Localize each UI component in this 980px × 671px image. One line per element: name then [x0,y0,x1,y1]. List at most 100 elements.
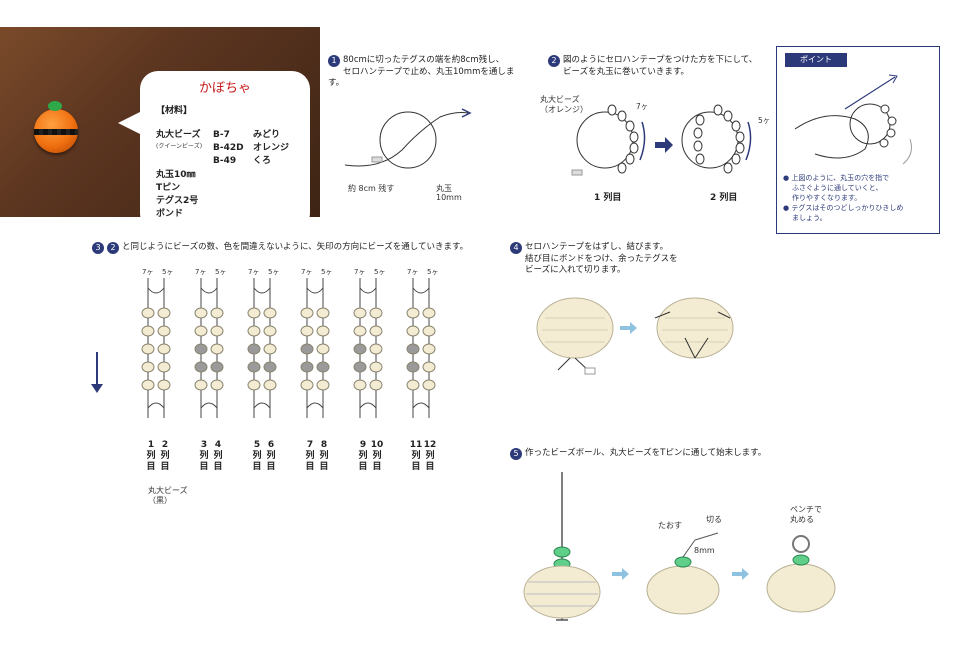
bead [210,307,224,319]
bead [406,325,420,337]
bead [194,379,208,391]
step2-diagram [571,104,752,176]
other-material-1: 丸玉10㎜ [156,170,196,180]
bead [316,325,330,337]
bead [300,325,314,337]
step2-count-5: 5ヶ [758,116,771,125]
point-heading: ポイント [785,53,847,67]
bead [210,379,224,391]
bead [247,325,261,337]
point-note1a: 上図のように、丸玉の穴を指で [791,174,890,182]
product-photo: かぼちゃ 【材料】 丸大ビーズ (クイーンビーズ) B-7 みどり B-42D … [0,27,320,217]
bead [247,361,261,373]
pumpkin-image [34,109,78,153]
title-bubble: かぼちゃ 【材料】 丸大ビーズ (クイーンビーズ) B-7 みどり B-42D … [118,71,310,217]
other-material-4: ボンド [156,209,184,217]
bead [406,343,420,355]
step2-number: 2 [548,55,560,67]
step1-label-left: 約 8cm 残す [348,184,395,193]
bead [157,343,171,355]
bead [247,307,261,319]
bead-type: 丸大ビーズ [156,130,201,140]
bead [157,361,171,373]
bead [141,307,155,319]
bead [300,379,314,391]
step1-label-right2: 10mm [436,193,462,202]
step4-line1: セロハンテープをはずし、結びます。 [525,242,669,252]
bead [422,379,436,391]
bead [157,307,171,319]
step2-line2: ビーズを丸玉に巻いていきます。 [563,67,689,77]
bead [300,361,314,373]
bead [422,361,436,373]
step1-line2: セロハンテープで止め、丸玉10mmを通します。 [328,67,515,88]
step5-plier-label1: ペンチで [790,505,822,514]
bead [194,361,208,373]
bead [141,379,155,391]
step3-number: 3 [92,242,104,254]
bead [353,379,367,391]
step2-line1: 図のようにセロハンテープをつけた方を下にして、 [563,55,758,65]
step2-row1: 1 列目 [594,193,622,203]
bead [300,343,314,355]
material-code-3: B-49 [213,156,237,166]
down-arrow-head-icon [91,384,103,393]
step5-number: 5 [510,448,522,460]
bead [316,361,330,373]
point-note1c: 作りやすくなります。 [792,194,862,202]
bead-count-label: 5ヶ [427,268,438,276]
point-note2a: テグスはそのつどしっかりひきしめ [791,204,904,212]
down-arrow-icon [96,352,98,388]
bead [210,343,224,355]
bead [406,361,420,373]
step3-ref-number: 2 [107,242,119,254]
step2-bead-label2: （オレンジ） [540,105,588,114]
bead-count-label: 5ヶ [321,268,332,276]
bead [263,325,277,337]
point-note1: ● 上図のように、丸玉の穴を指で ふさぐように通していくと、 作りやすくなります… [783,174,904,222]
point-note2b: ましょう。 [792,214,827,222]
point-diagram [794,74,912,165]
step2-row2: 2 列目 [710,193,738,203]
bead [263,361,277,373]
bead [422,325,436,337]
other-material-2: Tピン [156,183,181,193]
bead [369,361,383,373]
bead [157,379,171,391]
bead [141,343,155,355]
bead [210,361,224,373]
step5-line: 作ったビーズボール、丸大ビーズをTピンに通して始末します。 [525,448,767,458]
bead-count-label: 7ヶ [354,268,365,276]
bead-count-label: 7ヶ [142,268,153,276]
step2-count-7: 7ヶ [636,102,649,111]
step1-number: 1 [328,55,340,67]
black-bead-label2: （黒） [148,496,172,505]
material-code-2: B-42D [213,143,244,153]
bead [247,379,261,391]
bead [141,325,155,337]
black-bead-label1: 丸大ビーズ [148,486,188,495]
step4-diagram [536,297,734,375]
step1-line1: 80cmに切ったテグスの端を約8cm残し、 [343,55,505,65]
materials-heading: 【材料】 [156,106,193,116]
step5-diagram [523,472,836,621]
page-title: かぼちゃ [198,81,251,96]
step5-plier-label2: 丸める [790,515,814,524]
bead [210,325,224,337]
bead [263,307,277,319]
